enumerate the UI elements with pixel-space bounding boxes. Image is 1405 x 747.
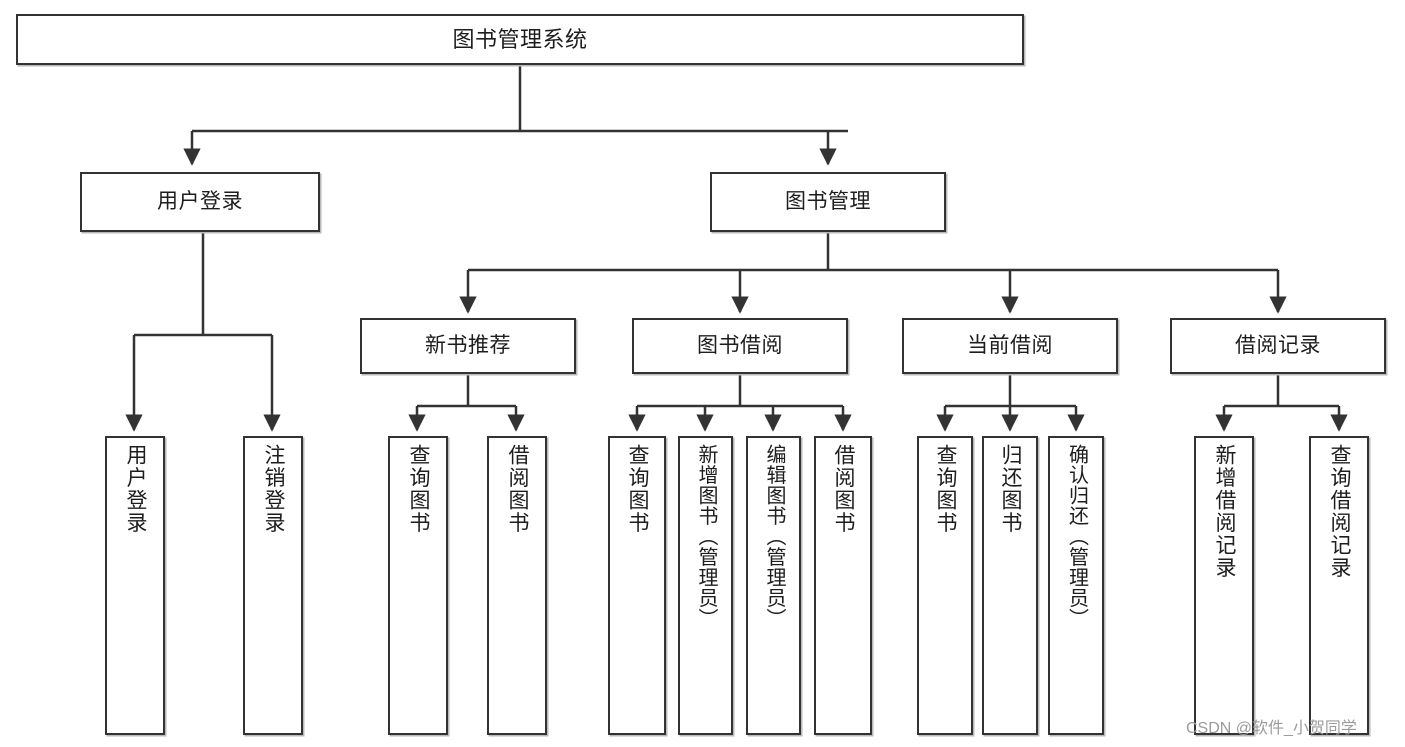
node-current-borrow-label: 当前借阅 <box>967 333 1053 357</box>
leaf-add-record-label: 新增借阅记录 <box>1213 444 1237 579</box>
node-book-borrow[interactable]: 图书借阅 <box>632 318 848 374</box>
leaf-query-book-3-label: 查询图书 <box>934 444 958 534</box>
leaf-confirm-return[interactable]: 确认归还（管理员） <box>1048 436 1104 735</box>
leaf-add-record[interactable]: 新增借阅记录 <box>1194 436 1254 735</box>
leaf-user-login-label: 用户登录 <box>124 444 148 534</box>
node-borrow-record-label: 借阅记录 <box>1235 333 1321 357</box>
node-book-mgmt-label: 图书管理 <box>785 189 871 213</box>
leaf-return-book[interactable]: 归还图书 <box>982 436 1038 735</box>
csdn-watermark: CSDN @软件_小贺同学 <box>1186 720 1357 737</box>
leaf-query-book-3[interactable]: 查询图书 <box>917 436 973 735</box>
node-new-book-rec-label: 新书推荐 <box>425 333 511 357</box>
node-root[interactable]: 图书管理系统 <box>16 14 1024 65</box>
node-book-mgmt[interactable]: 图书管理 <box>710 172 946 232</box>
leaf-query-book-2-label: 查询图书 <box>626 444 650 534</box>
leaf-query-record-label: 查询借阅记录 <box>1328 444 1352 579</box>
leaf-logout-label: 注销登录 <box>262 444 286 534</box>
leaf-borrow-book-2-label: 借阅图书 <box>832 444 856 534</box>
leaf-query-book-2[interactable]: 查询图书 <box>608 436 666 735</box>
leaf-query-record[interactable]: 查询借阅记录 <box>1309 436 1369 735</box>
leaf-query-book-1[interactable]: 查询图书 <box>388 436 448 735</box>
node-current-borrow[interactable]: 当前借阅 <box>902 318 1118 374</box>
leaf-return-book-label: 归还图书 <box>999 444 1023 534</box>
leaf-confirm-return-label: 确认归还（管理员） <box>1065 444 1088 629</box>
node-root-label: 图书管理系统 <box>452 26 588 52</box>
leaf-query-book-1-label: 查询图书 <box>407 444 431 534</box>
leaf-edit-book-label: 编辑图书（管理员） <box>763 444 785 629</box>
leaf-edit-book[interactable]: 编辑图书（管理员） <box>746 436 801 735</box>
leaf-add-book-label: 新增图书（管理员） <box>695 444 717 629</box>
node-new-book-rec[interactable]: 新书推荐 <box>360 318 576 374</box>
node-user-login-label: 用户登录 <box>157 189 243 213</box>
leaf-user-login[interactable]: 用户登录 <box>105 436 165 735</box>
leaf-logout[interactable]: 注销登录 <box>243 436 303 735</box>
leaf-borrow-book-2[interactable]: 借阅图书 <box>814 436 872 735</box>
node-user-login[interactable]: 用户登录 <box>80 172 320 232</box>
leaf-add-book[interactable]: 新增图书（管理员） <box>678 436 733 735</box>
leaf-borrow-book-1-label: 借阅图书 <box>506 444 530 534</box>
leaf-borrow-book-1[interactable]: 借阅图书 <box>487 436 547 735</box>
node-book-borrow-label: 图书借阅 <box>697 333 783 357</box>
node-borrow-record[interactable]: 借阅记录 <box>1170 318 1386 374</box>
